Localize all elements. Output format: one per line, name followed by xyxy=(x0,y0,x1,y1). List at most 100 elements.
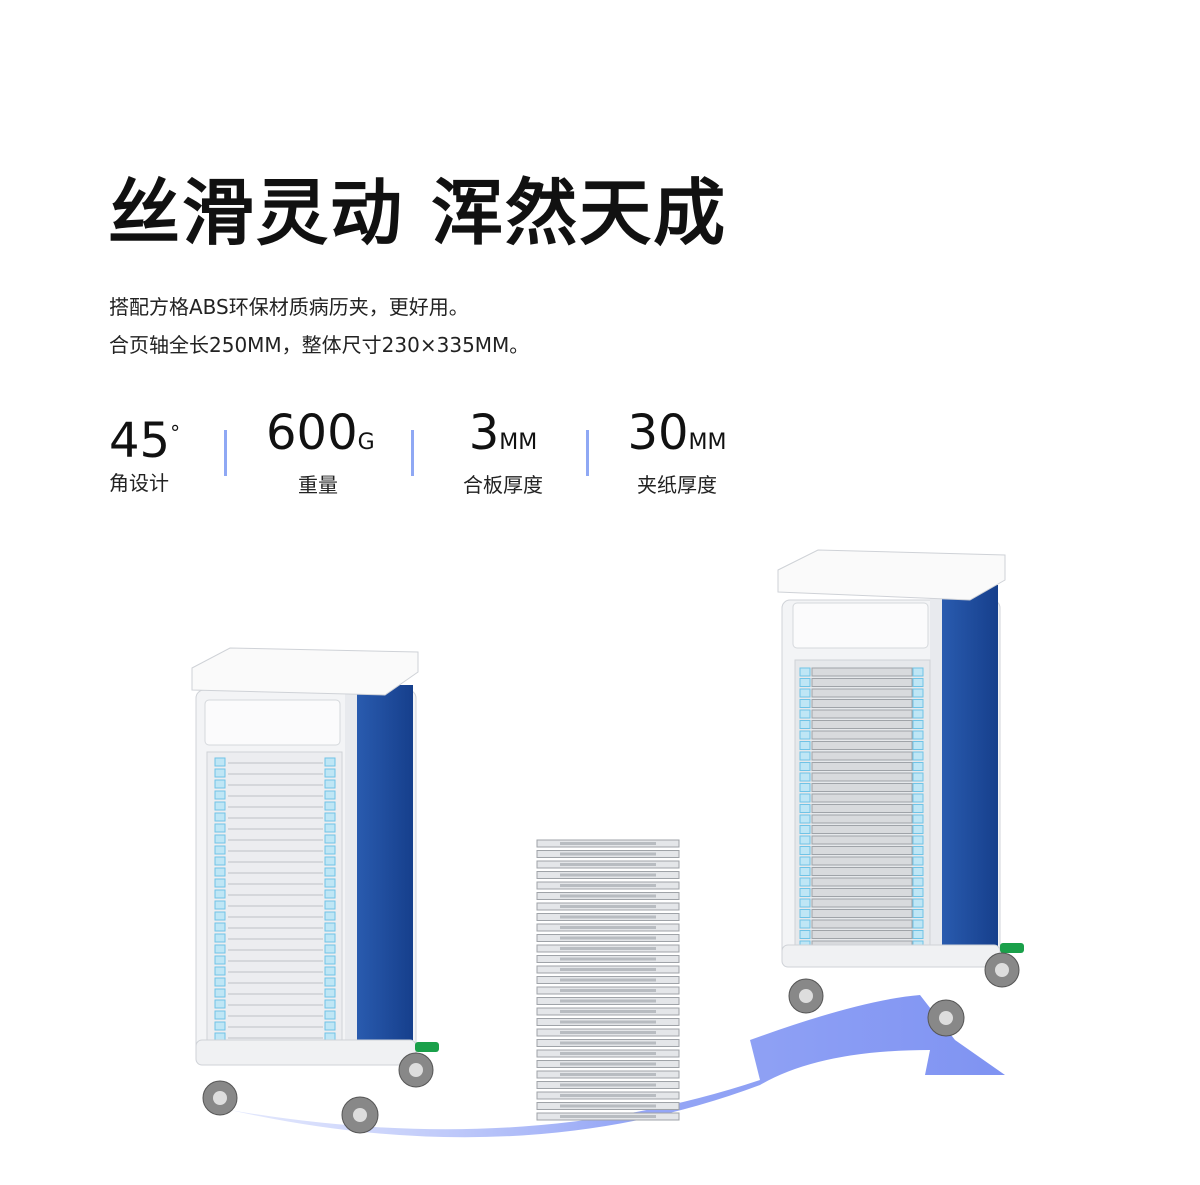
slot-label xyxy=(912,825,924,834)
slot-label xyxy=(912,877,924,887)
slot-label xyxy=(912,909,924,918)
slot-label xyxy=(799,898,811,908)
file-clip xyxy=(811,888,913,897)
slot-label xyxy=(214,977,226,987)
shelf-rail xyxy=(228,927,323,929)
file-clip xyxy=(811,814,913,824)
slot-label xyxy=(214,790,226,800)
clip-hinge xyxy=(560,1041,656,1045)
slot-label xyxy=(799,888,811,897)
description-line-1: 搭配方格ABS环保材质病历夹，更好用。 xyxy=(109,295,469,319)
slot-label xyxy=(324,856,336,866)
slot-label xyxy=(214,856,226,866)
stat-unit: MM xyxy=(499,430,538,455)
file-clip xyxy=(811,741,913,750)
slot-label xyxy=(324,977,336,987)
slot-label xyxy=(324,999,336,1009)
slot-label xyxy=(214,812,226,822)
file-clip xyxy=(811,751,913,761)
file-clip xyxy=(811,909,913,918)
slot-label xyxy=(912,667,924,677)
file-clip xyxy=(811,762,913,771)
divider xyxy=(586,430,589,476)
cart-loaded xyxy=(777,549,1024,1037)
file-clip xyxy=(811,846,913,855)
clip-hinge xyxy=(560,926,656,929)
slot-label xyxy=(324,768,336,778)
shelf-rail xyxy=(228,982,323,984)
slot-label xyxy=(912,783,924,792)
clip-hinge xyxy=(560,873,656,877)
clip-hinge xyxy=(560,1031,656,1034)
clip-hinge xyxy=(560,947,656,950)
clip-hinge xyxy=(560,915,656,919)
slot-label xyxy=(799,720,811,729)
slot-label xyxy=(799,930,811,939)
file-clip xyxy=(811,898,913,908)
slot-label xyxy=(324,889,336,899)
slot-label xyxy=(799,699,811,708)
file-clip xyxy=(811,730,913,740)
slot-label xyxy=(324,801,336,811)
slot-label xyxy=(912,793,924,803)
shelf-rail xyxy=(228,960,323,962)
slot-label xyxy=(799,688,811,698)
slot-label xyxy=(912,930,924,939)
slot-label xyxy=(799,877,811,887)
file-clip xyxy=(811,930,913,939)
clip-hinge xyxy=(560,1052,656,1055)
file-clip xyxy=(811,678,913,687)
slot-label xyxy=(799,804,811,813)
shelf-rail xyxy=(228,894,323,896)
file-clip xyxy=(811,667,913,677)
clip-hinge xyxy=(560,1083,656,1087)
file-clip xyxy=(811,688,913,698)
shelf-rail xyxy=(228,839,323,841)
slot-label xyxy=(214,900,226,910)
file-clip xyxy=(811,720,913,729)
slot-label xyxy=(324,790,336,800)
slot-label xyxy=(214,801,226,811)
clip-hinge xyxy=(560,852,656,856)
stat-unit: MM xyxy=(688,430,727,455)
stat-clip-thickness: 30MM 夹纸厚度 xyxy=(627,405,727,499)
slot-label xyxy=(214,999,226,1009)
slot-label xyxy=(799,667,811,677)
shelf-rail xyxy=(228,861,323,863)
shelf-rail xyxy=(228,773,323,775)
slot-label xyxy=(912,888,924,897)
file-clip xyxy=(811,835,913,845)
slot-label xyxy=(912,709,924,719)
slot-label xyxy=(324,878,336,888)
slot-label xyxy=(912,867,924,876)
slot-label xyxy=(912,846,924,855)
stat-label: 角设计 xyxy=(109,471,169,495)
slot-label xyxy=(214,955,226,965)
clip-hinge xyxy=(560,842,656,845)
clip-hinge xyxy=(560,1094,656,1097)
clip-hinge xyxy=(560,968,656,971)
shelf-rail xyxy=(228,1037,323,1039)
slot-label xyxy=(912,804,924,813)
clip-hinge xyxy=(560,1104,656,1108)
slot-label xyxy=(214,966,226,976)
file-clip xyxy=(811,772,913,782)
slot-label xyxy=(324,845,336,855)
shelf-rail xyxy=(228,828,323,830)
slot-label xyxy=(912,762,924,771)
file-clip xyxy=(811,877,913,887)
file-clip xyxy=(811,804,913,813)
file-clip xyxy=(811,919,913,929)
stat-unit: G xyxy=(357,430,375,455)
slot-label xyxy=(799,856,811,866)
clip-hinge xyxy=(560,863,656,866)
clip-hinge xyxy=(560,999,656,1003)
stat-board-thickness: 3MM 合板厚度 xyxy=(455,405,551,499)
clip-hinge xyxy=(560,1010,656,1013)
slot-label xyxy=(214,922,226,932)
clip-hinge xyxy=(560,894,656,898)
slot-label xyxy=(912,898,924,908)
clip-hinge xyxy=(560,989,656,992)
divider xyxy=(224,430,227,476)
slot-label xyxy=(324,966,336,976)
